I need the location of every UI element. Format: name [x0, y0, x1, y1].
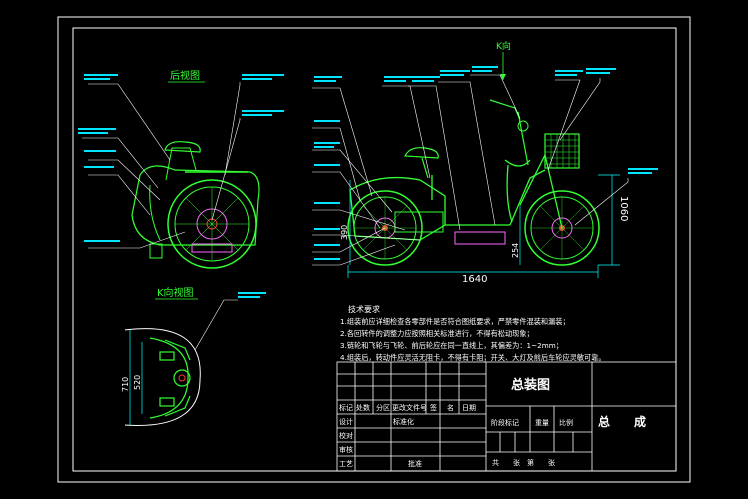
svg-text:名: 名	[447, 403, 454, 412]
tech-item-1: 1.组装前应详细检查各零部件是否符合图纸要求，严禁零件混装和漏装；	[340, 317, 570, 326]
svg-text:审核: 审核	[339, 445, 353, 454]
k-dim-inner: 520	[133, 375, 142, 390]
svg-text:工艺: 工艺	[339, 460, 353, 468]
svg-text:校对: 校对	[339, 431, 353, 440]
rear-view: 后视图	[78, 69, 284, 269]
svg-text:设计: 设计	[339, 417, 353, 426]
k-dim-outer: 710	[121, 377, 130, 392]
signature-rows: 设计 校对 审核 工艺 标准化 批准	[339, 417, 422, 468]
svg-text:分区: 分区	[376, 403, 390, 412]
tech-title: 技术要求	[348, 304, 380, 314]
rear-view-labels	[78, 74, 284, 242]
stage-mark: 阶段标记	[491, 418, 519, 427]
k-view-title: K向视图	[157, 286, 194, 299]
svg-text:日期: 日期	[462, 404, 476, 412]
revision-row: 标记 处数 分区 更改文件号 签 名 日期	[339, 403, 476, 412]
outer-frame	[57, 16, 691, 483]
tech-item-2: 2.各回转件的调整力应按照相关标准进行，不得有松动现象；	[340, 329, 534, 338]
assembly-name: 总 成	[598, 414, 646, 429]
tech-item-4: 4.组装后，转动件应灵活无阻卡，不得有卡阻；开关、大灯及前后车轮应灵敏可靠。	[340, 353, 606, 362]
k-direction-label: K向	[496, 40, 511, 52]
dim-height: 1060	[618, 196, 629, 221]
side-view: K向	[312, 40, 658, 285]
title-block	[336, 361, 677, 472]
inner-frame	[72, 27, 677, 472]
basket	[544, 133, 580, 169]
tech-requirements: 技术要求 1.组装前应详细检查各零部件是否符合图纸要求，严禁零件混装和漏装； 2…	[340, 304, 606, 362]
k-view: K向视图 710 520	[121, 286, 266, 426]
rear-view-title: 后视图	[170, 69, 200, 82]
dim-right: 254	[511, 243, 520, 258]
weight-label: 重量	[535, 419, 549, 427]
tech-item-3: 3.链轮和飞轮与飞轮、前后轮应在同一直线上，其偏差为：1~2mm；	[340, 341, 563, 350]
svg-text:签: 签	[430, 403, 437, 412]
svg-text:标记: 标记	[339, 403, 353, 412]
svg-text:处数: 处数	[356, 403, 370, 412]
approve-label: 批准	[408, 459, 422, 468]
drawing-name: 总装图	[511, 377, 550, 393]
dim-left: 390	[340, 225, 349, 240]
dim-length: 1640	[462, 274, 487, 285]
standardize-label: 标准化	[393, 417, 414, 426]
scale-label: 比例	[559, 418, 573, 427]
side-view-labels	[314, 66, 658, 260]
svg-text:更改文件号: 更改文件号	[392, 403, 427, 412]
sheet-label: 共 张 第 张	[492, 458, 555, 467]
